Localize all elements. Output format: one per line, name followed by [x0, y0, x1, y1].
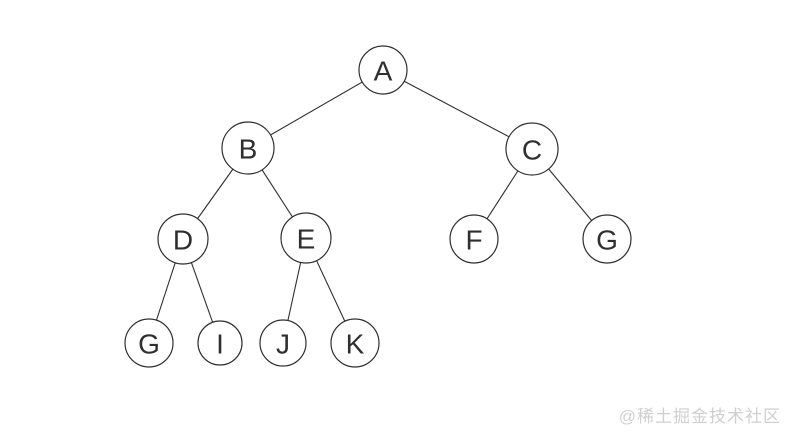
tree-node-circle-E — [280, 212, 332, 264]
tree-edge-A-C — [382, 69, 533, 150]
tree-node-circle-K — [330, 318, 380, 368]
tree-node-K: K — [330, 318, 380, 368]
tree-nodes-layer: A B C D E F G G I J K — [124, 45, 632, 368]
tree-node-G1: G — [124, 318, 174, 368]
tree-node-label-F: F — [465, 225, 482, 256]
tree-node-label-J: J — [276, 329, 290, 360]
tree-node-circle-G1 — [124, 318, 174, 368]
tree-node-circle-I — [197, 320, 243, 366]
tree-edges-layer — [148, 69, 608, 344]
tree-node-B: B — [221, 121, 275, 175]
tree-node-circle-C — [505, 122, 559, 176]
tree-node-label-A: A — [374, 56, 393, 87]
tree-node-circle-G2 — [582, 214, 632, 264]
tree-node-label-B: B — [239, 134, 258, 165]
tree-node-C: C — [505, 122, 559, 176]
tree-node-label-E: E — [297, 224, 316, 255]
tree-node-G2: G — [582, 214, 632, 264]
tree-node-circle-B — [221, 121, 275, 175]
tree-node-D: D — [157, 213, 209, 265]
tree-node-A: A — [358, 45, 408, 95]
tree-node-label-D: D — [173, 225, 193, 256]
tree-node-label-K: K — [346, 329, 365, 360]
tree-node-E: E — [280, 212, 332, 264]
tree-node-circle-J — [259, 319, 307, 367]
tree-node-I: I — [197, 320, 243, 366]
tree-node-label-G1: G — [138, 329, 160, 360]
watermark-text: @稀土掘金技术社区 — [618, 407, 781, 426]
tree-node-J: J — [259, 319, 307, 367]
tree-node-circle-D — [157, 213, 209, 265]
tree-node-circle-A — [358, 45, 408, 95]
tree-node-label-C: C — [522, 135, 542, 166]
tree-node-F: F — [449, 214, 499, 264]
tree-node-circle-F — [449, 214, 499, 264]
tree-node-label-G2: G — [596, 225, 618, 256]
tree-node-label-I: I — [216, 329, 224, 360]
